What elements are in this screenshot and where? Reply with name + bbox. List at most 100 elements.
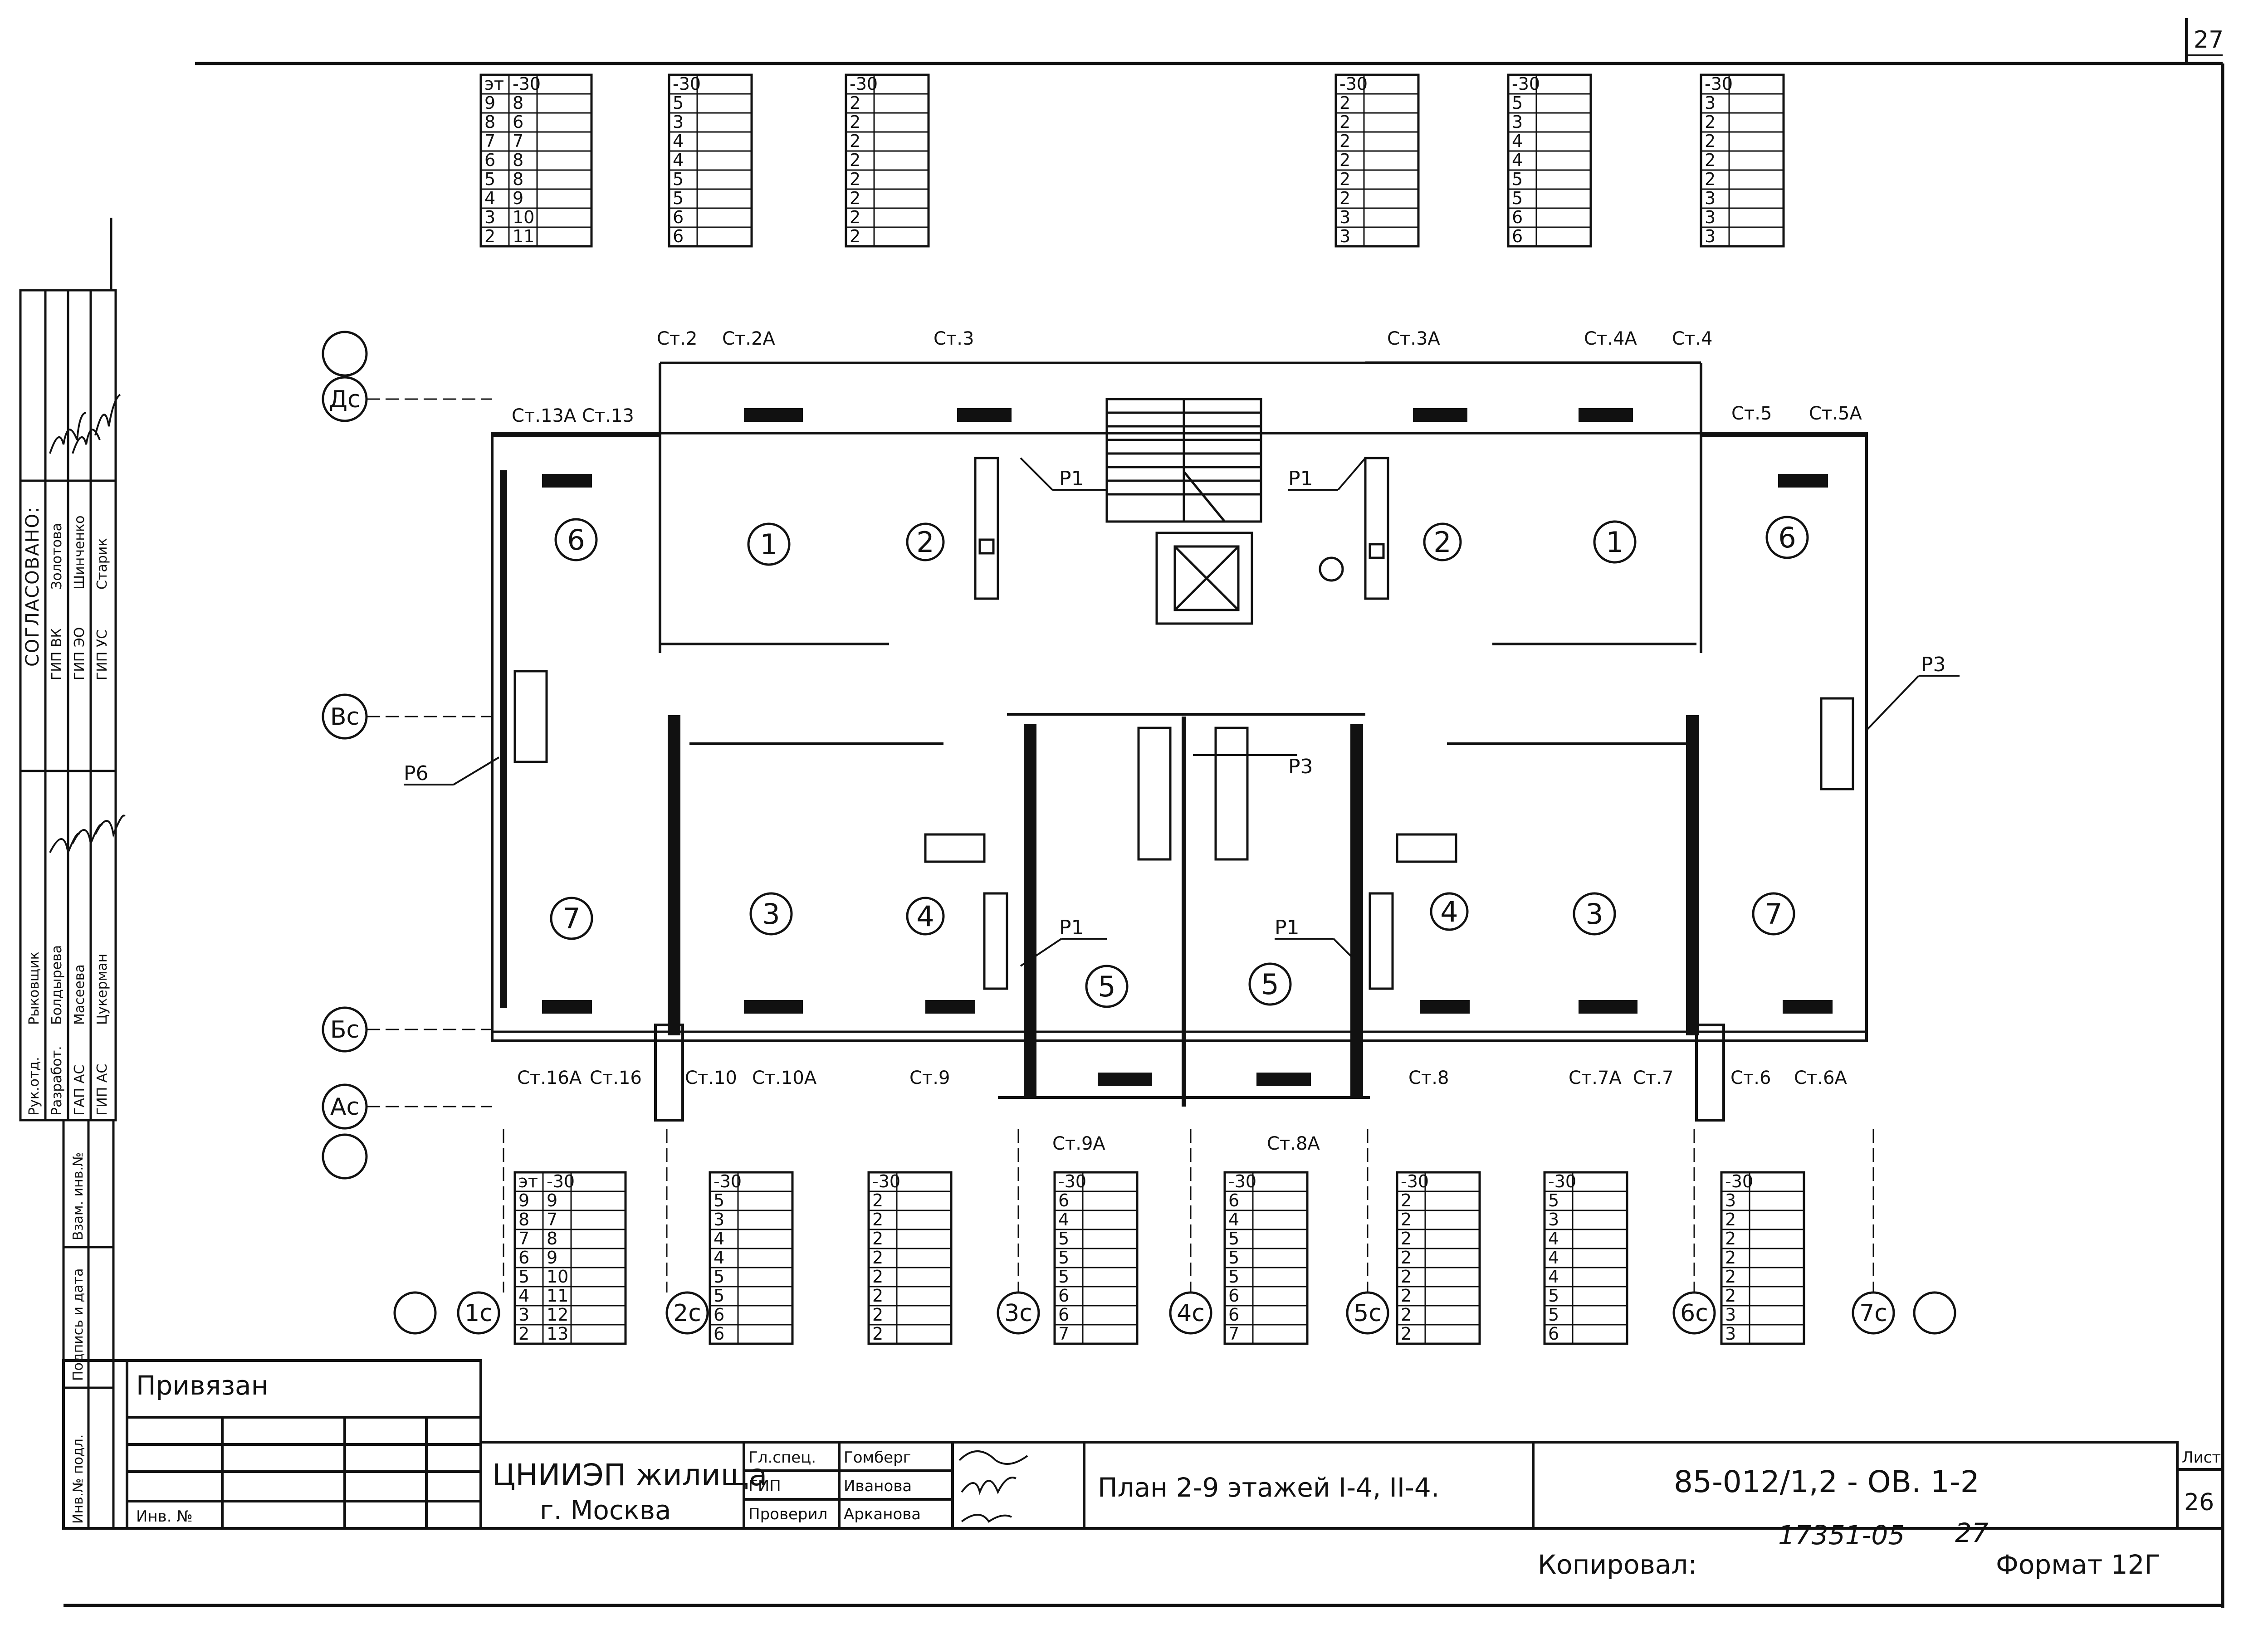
room-number: 7 — [562, 902, 580, 935]
table-cell: 3 — [1339, 226, 1350, 246]
table-cell: 3 — [673, 112, 684, 132]
table-cell: 3 — [518, 1305, 529, 1325]
approval-name-1: Золотова — [49, 523, 65, 590]
table-cell: 6 — [1548, 1324, 1559, 1344]
building-walls — [491, 361, 1868, 1122]
table-cell: 3 — [1705, 93, 1716, 113]
approval-texts: СОГЛАСОВАНО: ГИП ВК Золотова ГИП ЭО Шинч… — [22, 506, 110, 1524]
sheet-number: 26 — [2184, 1489, 2214, 1516]
table-cell: 6 — [1512, 207, 1523, 227]
table-cell: 4 — [1548, 1248, 1559, 1268]
table-cell: 6 — [673, 226, 684, 246]
sheet-label: Лист — [2182, 1449, 2221, 1467]
axis-label: 3с — [1004, 1300, 1032, 1327]
table-cell: 4 — [1512, 131, 1523, 151]
axis-labels: Дс Вс Бс Ас 1с 2с 3с 4с 5с 6с 7с — [329, 386, 1887, 1327]
table-cell: 12 — [547, 1305, 568, 1325]
table-cell: 2 — [850, 207, 860, 227]
table-cell: 4 — [484, 188, 495, 208]
table-cell: 3 — [1339, 207, 1350, 227]
table-cell: 2 — [850, 112, 860, 132]
table-cell: 6 — [1228, 1305, 1239, 1325]
table-header-cell: -30 — [714, 1171, 742, 1191]
room-number: 4 — [1440, 895, 1458, 928]
table-cell: 9 — [547, 1190, 557, 1210]
table-cell: 2 — [872, 1190, 883, 1210]
table-cell: 5 — [714, 1190, 724, 1210]
room-markers — [550, 516, 1809, 1008]
table-cell: 2 — [1401, 1190, 1412, 1210]
author-name-3: Масеева — [72, 964, 88, 1025]
table-cell: 5 — [1228, 1248, 1239, 1268]
table-cell: 7 — [518, 1229, 529, 1249]
table-cell: 2 — [1401, 1229, 1412, 1249]
riser-leaders — [404, 457, 1960, 967]
heater-label: Ст.3 — [934, 328, 974, 349]
table-cell: 2 — [1725, 1229, 1736, 1249]
org-name: ЦНИИЭП жилища — [492, 1458, 767, 1493]
table-cell: 8 — [513, 169, 523, 189]
table-cell: 4 — [1548, 1229, 1559, 1249]
author-role-2: Разработ. — [49, 1046, 65, 1116]
axis-label: 2с — [673, 1300, 701, 1327]
room-number: 2 — [1433, 526, 1451, 559]
axis-label: 5с — [1354, 1300, 1382, 1327]
room-number: 2 — [916, 526, 934, 559]
radiators — [542, 408, 1833, 1086]
table-header-cell: -30 — [1339, 74, 1368, 94]
table-cell: 6 — [1228, 1286, 1239, 1306]
role-1: Гл.спец. — [748, 1449, 816, 1467]
bound-label: Привязан — [136, 1370, 269, 1401]
table-cell: 9 — [513, 188, 523, 208]
table-cell: 10 — [547, 1267, 568, 1287]
table-cell: 6 — [1058, 1305, 1069, 1325]
approval-role-2: ГИП ЭО — [72, 627, 88, 680]
table-cell: 9 — [484, 93, 495, 113]
table-cell: 2 — [1705, 131, 1716, 151]
role-3: Проверил — [748, 1505, 827, 1523]
axis-lines — [367, 398, 1874, 1293]
table-cell: 2 — [872, 1229, 883, 1249]
table-cell: 9 — [518, 1190, 529, 1210]
table-cell: 13 — [547, 1324, 568, 1344]
table-cell: 6 — [714, 1305, 724, 1325]
table-header-cell: -30 — [1705, 74, 1733, 94]
table-header-cell: -30 — [1401, 1171, 1429, 1191]
heater-label: Ст.9 — [909, 1068, 950, 1088]
table-cell: 4 — [1548, 1267, 1559, 1287]
table-cell: 2 — [1725, 1267, 1736, 1287]
table-cell: 2 — [1401, 1324, 1412, 1344]
table-header-cell: -30 — [1548, 1171, 1576, 1191]
table-cell: 7 — [1228, 1324, 1239, 1344]
table-cell: 2 — [1725, 1248, 1736, 1268]
table-cell: 2 — [1705, 150, 1716, 170]
table-cell: 2 — [1401, 1210, 1412, 1229]
table-cell: 6 — [513, 112, 523, 132]
table-cell: 3 — [484, 207, 495, 227]
author-name-2: Болдырева — [49, 945, 65, 1025]
heater-label: Ст.16А — [517, 1068, 582, 1088]
heater-label: Ст.9А — [1052, 1133, 1105, 1154]
table-cell: 9 — [547, 1248, 557, 1268]
axis-label: 7с — [1859, 1300, 1887, 1327]
table-cell: 3 — [1705, 188, 1716, 208]
table-cell: 2 — [850, 131, 860, 151]
table-cell: 2 — [1401, 1305, 1412, 1325]
table-cell: 2 — [872, 1305, 883, 1325]
approval-role-3: ГИП УС — [94, 629, 110, 680]
table-cell: 2 — [484, 226, 495, 246]
axis-label: Бс — [330, 1016, 359, 1044]
table-frame — [513, 1171, 627, 1345]
table-cell: 6 — [1228, 1190, 1239, 1210]
axis-label: 6с — [1680, 1300, 1708, 1327]
strip-inv-podl: Инв.№ подл. — [70, 1434, 86, 1524]
room-numbers: 6 1 2 2 1 6 7 3 4 5 5 4 3 7 — [562, 521, 1796, 1003]
table-cell: 6 — [1058, 1286, 1069, 1306]
table-cell: 5 — [1228, 1229, 1239, 1249]
heater-labels-bottom: Ст.16А Ст.16 Ст.10 Ст.10А Ст.9 Ст.9А Ст.… — [517, 1068, 1847, 1154]
heater-label: Ст.6А — [1794, 1068, 1847, 1088]
